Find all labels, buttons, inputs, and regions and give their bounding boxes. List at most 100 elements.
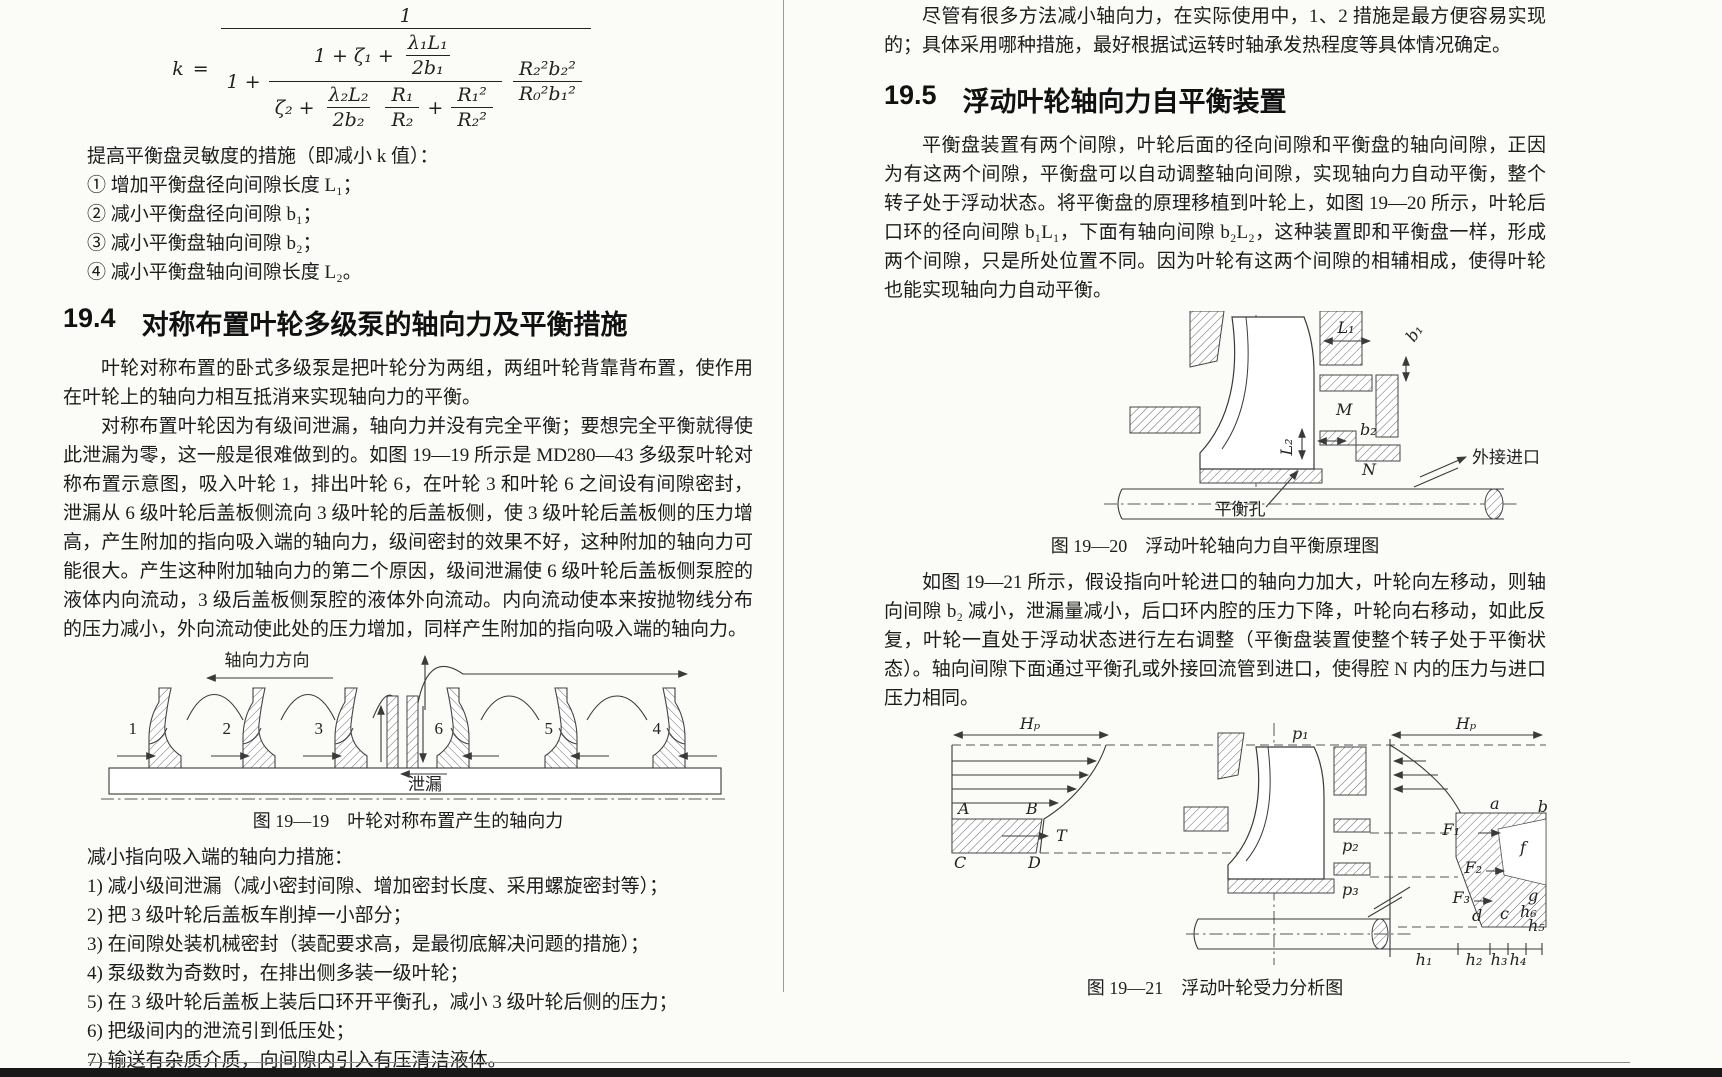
paragraph-methods-summary: 尽管有很多方法减小轴向力，在实际使用中，1、2 措施是最方便容易实现的；具体采用… <box>884 6 1546 56</box>
point-D-label: D <box>1027 853 1041 872</box>
figure-19-21: Hₚ A B T C D p <box>884 717 1548 1000</box>
point-a-label: a <box>1490 794 1500 813</box>
external-inlet-pipe <box>1413 456 1468 488</box>
h5-label: h₅ <box>1528 916 1545 935</box>
Hp-left-label: Hₚ <box>1019 717 1041 733</box>
formula-frac-r1sq: R₁² R₂² <box>451 83 493 132</box>
N-chamber-label: N <box>1361 460 1377 479</box>
casing-hatched-blocks <box>1129 311 1401 484</box>
point-C-label: C <box>954 853 966 872</box>
point-B-label: B <box>1025 799 1038 818</box>
external-inlet-label: 外接进口 <box>1472 448 1540 467</box>
b1-label: b₁ <box>1402 321 1427 346</box>
leak-label: 泄漏 <box>408 775 442 794</box>
left-pressure-diagram <box>951 731 1272 854</box>
h4-label: h₄ <box>1510 950 1527 969</box>
sensitivity-item-1: ① 增加平衡盘径向间隙长度 L₁； <box>87 175 362 196</box>
L2-label: L₂ <box>1277 438 1296 456</box>
fig-19-19-caption: 图 19—19 叶轮对称布置产生的轴向力 <box>252 811 564 831</box>
formula-equals: = <box>192 58 209 80</box>
b2-label: b₂ <box>1360 420 1377 439</box>
g-label: g <box>1528 886 1538 905</box>
impeller-1-label: 1 <box>129 719 138 738</box>
impeller-6-left-label: 3 <box>315 719 324 738</box>
interstage-seal <box>377 695 427 769</box>
point-A-label: A <box>956 799 970 818</box>
section-title: 浮动叶轮轴向力自平衡装置 <box>962 87 1287 117</box>
formula-frac-r1r2: R₁ R₂ <box>385 83 420 132</box>
page-bottom-edge <box>0 1068 1722 1077</box>
formula-inner-fraction: 1 + ζ₁ + λ₁L₁ 2b₁ ζ₂ + λ₂L₂ 2b₂ <box>268 30 502 133</box>
paragraph-floating-impeller-principle: 平衡盘装置有两个间隙，叶轮后面的径向间隙和平衡盘的轴向间隙，正因为有这两个间隙，… <box>884 135 1546 301</box>
page-footer-rule <box>88 1062 1630 1063</box>
flow-curves <box>186 654 689 721</box>
impeller-6-label: 6 <box>435 719 444 738</box>
h3-label: h₃ <box>1491 950 1508 969</box>
reduce-item-2: 2) 把 3 级叶轮后盖板车削掉一小部分； <box>87 905 412 926</box>
formula-frac-tail: R₂²b₂² R₀²b₁² <box>512 57 582 106</box>
reduce-item-3: 3) 在间隙处装机械密封（装配要求高，是最彻底解决问题的措施）； <box>87 934 650 955</box>
formula-lhs: k <box>172 58 184 80</box>
figure-19-20: L₁ b₁ M b₂ L₂ N 外接进口 <box>884 311 1546 558</box>
paragraph-self-balance-process: 如图 19—21 所示，假设指向叶轮进口的轴向力加大，叶轮向左移动，则轴向间隙 … <box>884 572 1546 709</box>
section-number: 19.4 <box>63 303 116 333</box>
reduce-item-5: 5) 在 3 级叶轮后盖板上装后口环开平衡孔，减小 3 级叶轮后侧的压力； <box>87 992 678 1013</box>
Hp-right-label: Hₚ <box>1455 717 1477 733</box>
section-heading-19-5: 19.5 浮动叶轮轴向力自平衡装置 <box>884 80 1546 119</box>
section-heading-19-4: 19.4 对称布置叶轮多级泵的轴向力及平衡措施 <box>63 303 753 342</box>
shaft <box>1117 488 1504 520</box>
formula-balance-disc-sensitivity: k = 1 1 + 1 + ζ₁ + λ₁L₁ 2b₁ <box>83 4 683 134</box>
p1-label: p₁ <box>1292 724 1309 743</box>
balance-hole-label: 平衡孔 <box>1215 500 1266 519</box>
impeller-4-label: 4 <box>653 719 662 738</box>
reduce-item-1: 1) 减小级间泄漏（减小密封间隙、增加密封长度、采用螺旋密封等）； <box>87 876 669 897</box>
section-number: 19.5 <box>884 80 937 110</box>
reduce-item-4: 4) 泵级数为奇数时，在排出侧多装一级叶轮； <box>87 963 469 984</box>
figure-19-19: 轴向力方向 <box>63 650 753 833</box>
F3-label: F₃ <box>1451 888 1470 907</box>
F1-label: F₁ <box>1441 820 1460 839</box>
balance-hole-leader <box>1265 470 1299 508</box>
fig-19-20-caption: 图 19—20 浮动叶轮轴向力自平衡原理图 <box>1050 536 1380 556</box>
L1-label: L₁ <box>1336 318 1354 337</box>
shaft <box>1186 918 1412 950</box>
d-label: d <box>1472 906 1482 925</box>
impeller-cross-section <box>1183 732 1411 918</box>
sensitivity-item-4: ④ 减小平衡盘轴向间隙长度 L₂。 <box>87 262 362 283</box>
right-column: 尽管有很多方法减小轴向力，在实际使用中，1、2 措施是最方便容易实现的；具体采用… <box>884 0 1548 1000</box>
c-label: c <box>1500 904 1509 923</box>
f-label: f <box>1519 838 1529 857</box>
p3-label: p₃ <box>1342 880 1359 899</box>
h2-label: h₂ <box>1466 950 1483 969</box>
impeller-2-label: 2 <box>223 719 232 738</box>
reduce-item-6: 6) 把级间内的泄流引到低压处； <box>87 1021 355 1042</box>
axial-force-direction-label: 轴向力方向 <box>225 651 310 670</box>
section-title: 对称布置叶轮多级泵的轴向力及平衡措施 <box>141 310 628 340</box>
right-pressure-diagram <box>1370 731 1547 957</box>
paragraph-symmetric-intro: 叶轮对称布置的卧式多级泵是把叶轮分为两组，两组叶轮背靠背布置，使作用在叶轮上的轴… <box>63 358 753 408</box>
sensitivity-item-2: ② 减小平衡盘径向间隙 b₁； <box>87 204 322 225</box>
M-chamber-label: M <box>1335 400 1353 419</box>
left-column: k = 1 1 + 1 + ζ₁ + λ₁L₁ 2b₁ <box>63 0 753 1075</box>
sensitivity-item-3: ③ 减小平衡盘轴向间隙 b₂； <box>87 233 322 254</box>
reduce-intro: 减小指向吸入端的轴向力措施： <box>87 847 354 868</box>
column-divider <box>783 0 784 992</box>
point-b-label: b <box>1538 797 1548 816</box>
fig-19-21-drawing: Hₚ A B T C D p <box>951 717 1548 969</box>
fig-19-20-drawing: L₁ b₁ M b₂ L₂ N 外接进口 <box>1104 311 1540 520</box>
formula-inner-den: ζ₂ + <box>274 96 315 119</box>
sensitivity-intro: 提高平衡盘灵敏度的措施（即减小 k 值）： <box>87 146 439 167</box>
formula-numerator-one: 1 <box>399 5 412 27</box>
fig-19-21-caption: 图 19—21 浮动叶轮受力分析图 <box>1086 978 1344 998</box>
h1-label: h₁ <box>1416 950 1433 969</box>
shaft <box>101 767 729 800</box>
F2-label: F₂ <box>1463 858 1482 877</box>
impeller-5-label: 5 <box>545 719 554 738</box>
h6-label: h₆ <box>1520 902 1537 921</box>
T-label: T <box>1056 826 1068 845</box>
formula-frac-lambda1: λ₁L₁ 2b₁ <box>405 32 450 79</box>
impeller-shape <box>1199 316 1315 470</box>
formula-one-plus: 1 + <box>226 70 261 93</box>
formula-plus: + <box>427 96 444 119</box>
